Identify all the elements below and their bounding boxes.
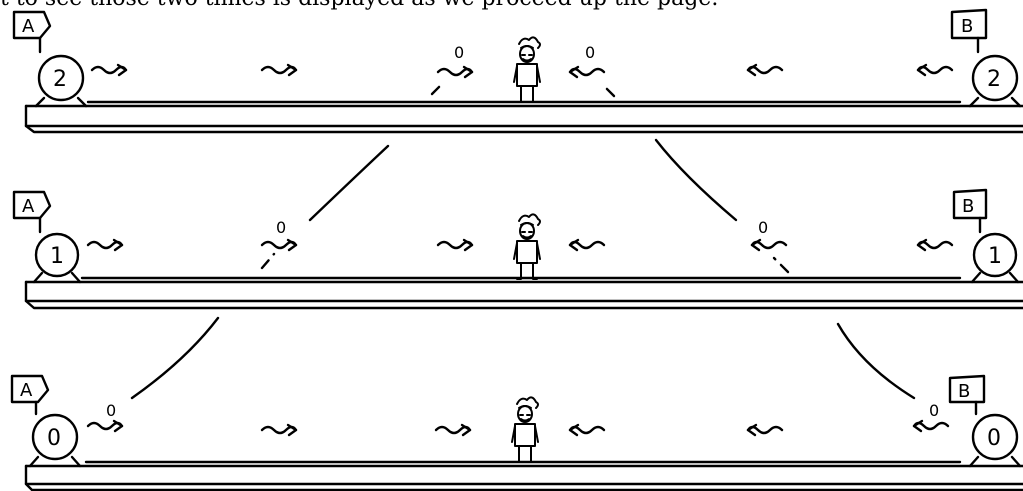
track-middle [24, 276, 1023, 310]
clock-b-top: B 2 [950, 8, 1022, 108]
signal-arrow-left [916, 63, 954, 77]
track-bottom [24, 460, 1023, 491]
clock-b-reading: 0 [987, 426, 1001, 451]
signal-arrow-left [750, 238, 788, 252]
signal-arrow-right [436, 238, 474, 252]
clock-a-flag-label: A [20, 380, 33, 401]
clock-a-middle: A 1 [12, 190, 82, 284]
signal-arrow-left [568, 65, 606, 79]
signal-arrow-left [568, 238, 606, 252]
observer-figure [513, 36, 541, 103]
clock-b-flag-label: B [961, 16, 973, 37]
clock-b-flag-label: B [962, 196, 974, 217]
clock-a-reading: 0 [47, 426, 61, 451]
track-top [24, 100, 1023, 134]
clock-a-bottom: A 0 [10, 374, 82, 468]
signal-worldline-right [600, 82, 916, 400]
signal-time-label: 0 [758, 218, 768, 237]
signal-arrow-left [746, 63, 784, 77]
signal-arrow-right [260, 423, 298, 437]
row-middle: A 1 B 1 0 0 [12, 188, 1023, 310]
signal-arrow-right [260, 63, 298, 77]
signal-arrow-left [916, 238, 954, 252]
signal-arrow-right [436, 65, 474, 79]
signal-arrow-right [86, 419, 124, 433]
clock-a-top: A 2 [12, 10, 88, 108]
signal-arrow-left [912, 419, 950, 433]
signal-arrow-left [746, 423, 784, 437]
clock-b-flag-label: B [958, 381, 970, 402]
signal-time-label: 0 [929, 401, 939, 420]
signal-arrow-right [86, 238, 124, 252]
signal-time-label: 0 [585, 43, 595, 62]
observer-figure [513, 213, 541, 280]
signal-time-label: 0 [276, 218, 286, 237]
signal-time-label: 0 [454, 43, 464, 62]
clock-b-reading: 1 [988, 244, 1002, 269]
clock-a-reading: 1 [50, 244, 64, 269]
row-top: A 2 B 2 0 0 [12, 8, 1023, 134]
signal-arrow-right [434, 423, 472, 437]
signal-time-label: 0 [106, 401, 116, 420]
observer-figure [511, 396, 539, 463]
clock-a-flag-label: A [22, 196, 35, 217]
clock-a-flag-label: A [22, 16, 35, 37]
clock-b-bottom: B 0 [948, 374, 1022, 468]
signal-worldline-left [130, 80, 446, 400]
signal-arrow-left [568, 423, 606, 437]
clock-b-middle: B 1 [952, 188, 1020, 284]
signal-arrow-right [260, 238, 298, 252]
row-bottom: A 0 B 0 0 0 [10, 374, 1023, 491]
signal-arrow-right [90, 63, 128, 77]
clock-b-reading: 2 [987, 67, 1001, 92]
clock-a-reading: 2 [53, 67, 67, 92]
caption-text: t to see those two times is displayed as… [0, 0, 1023, 12]
